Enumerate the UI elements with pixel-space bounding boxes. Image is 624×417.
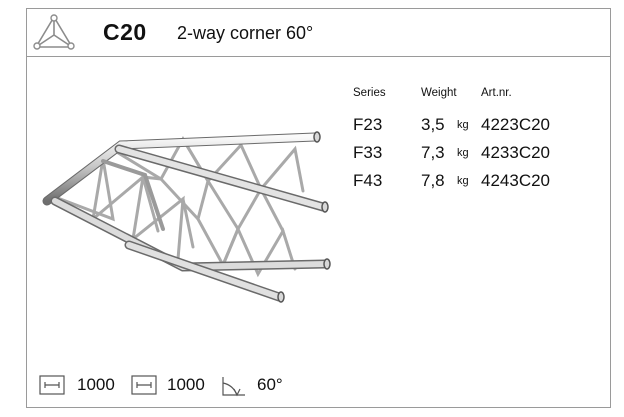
truss-product-image xyxy=(42,131,331,303)
product-card: C20 2-way corner 60° xyxy=(26,8,611,408)
art-nr-cell: 4233C20 xyxy=(481,143,551,162)
angle-value: 60° xyxy=(257,375,283,394)
card-header: C20 2-way corner 60° xyxy=(27,9,610,57)
column-header-weight: Weight xyxy=(421,87,457,99)
dimensions-footer: 1000 1000 60° xyxy=(39,372,339,398)
length-2-value: 1000 xyxy=(167,375,205,394)
weight-cell: 3,5 xyxy=(421,115,445,134)
column-header-art-nr: Art.nr. xyxy=(481,87,512,99)
length-dimension-icon xyxy=(39,375,65,395)
triangle-truss-logo-icon xyxy=(33,14,75,50)
weight-cell: 7,3 xyxy=(421,143,445,162)
angle-corner-icon xyxy=(222,377,245,397)
art-nr-cell: 4223C20 xyxy=(481,115,551,134)
series-cell: F23 xyxy=(353,115,383,134)
series-cell: F33 xyxy=(353,143,383,162)
weight-unit: kg xyxy=(457,119,469,131)
series-cell: F43 xyxy=(353,171,383,190)
length-dimension-icon xyxy=(131,375,157,395)
table-row: F23 3,5 kg 4223C20 xyxy=(353,115,613,137)
weight-unit: kg xyxy=(457,147,469,159)
table-row: F33 7,3 kg 4233C20 xyxy=(353,143,613,165)
weight-cell: 7,8 xyxy=(421,171,445,190)
weight-unit: kg xyxy=(457,175,469,187)
product-code: C20 xyxy=(103,19,147,45)
length-1-value: 1000 xyxy=(77,375,115,394)
column-header-series: Series xyxy=(353,87,386,99)
art-nr-cell: 4243C20 xyxy=(481,171,551,190)
table-row: F43 7,8 kg 4243C20 xyxy=(353,171,613,193)
product-title: 2-way corner 60° xyxy=(177,23,314,43)
